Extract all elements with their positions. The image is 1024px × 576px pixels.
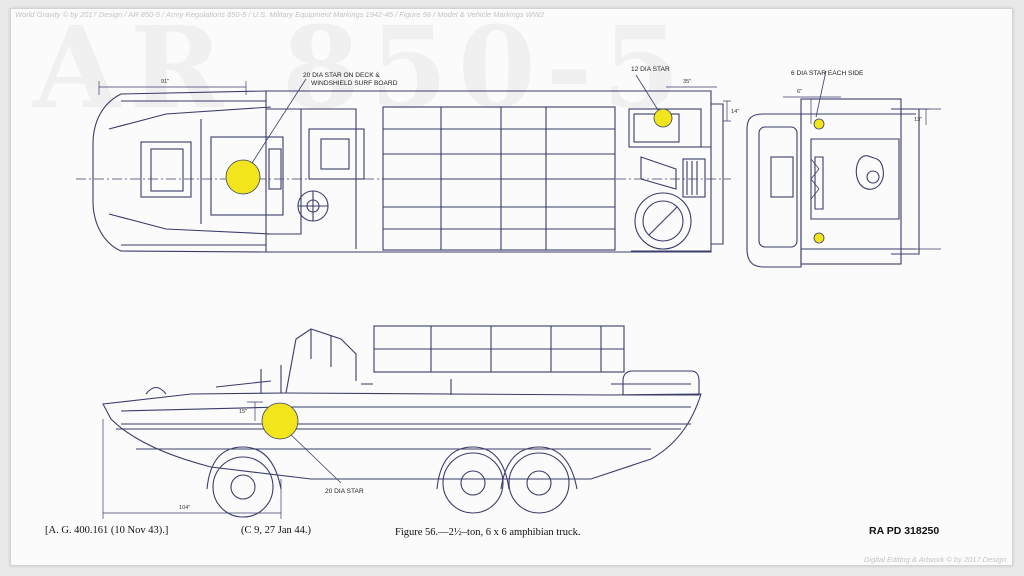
caption-c: (C 9, 27 Jan 44.)	[241, 525, 311, 536]
top-credit: World Gravity © by 2017 Design / AR 850-…	[15, 10, 545, 19]
watermark: AR 850-5	[33, 9, 690, 134]
side-star-upper	[813, 118, 825, 130]
drawing-sheet: AR 850-5 World Gravity © by 2017 Design …	[10, 8, 1013, 566]
side-view	[102, 325, 702, 519]
dim-deck: 91"	[161, 79, 169, 85]
dim-end-1: 6"	[797, 89, 802, 95]
dim-rear-v: 14"	[731, 109, 739, 115]
rear-star	[653, 108, 673, 128]
deck-star-label-2: WINDSHIELD SURF BOARD	[311, 80, 398, 87]
dim-end-2: 13"	[914, 117, 922, 123]
amphibian-truck-drawing: 20 DIA STAR ON DECK & WINDSHIELD SURF BO…	[76, 66, 941, 519]
hull-star-label: 20 DIA STAR	[325, 488, 364, 495]
side-star-label: 6 DIA STAR EACH SIDE	[791, 70, 864, 77]
deck-star-label: 20 DIA STAR ON DECK &	[303, 72, 380, 79]
deck-star	[225, 159, 261, 195]
rear-view	[746, 70, 941, 268]
dim-side-v: 15"	[239, 409, 247, 415]
side-star-lower	[813, 232, 825, 244]
rear-star-label: 12 DIA STAR	[631, 66, 670, 73]
figure-caption: Figure 56.—2½–ton, 6 x 6 amphibian truck…	[395, 527, 581, 538]
caption-ag: [A. G. 400.161 (10 Nov 43).]	[45, 525, 169, 536]
dim-rear: 35"	[683, 79, 691, 85]
ra-number: RA PD 318250	[869, 525, 940, 537]
top-view	[76, 74, 731, 253]
hull-star	[261, 402, 299, 440]
bottom-credit: Digital Editing & Artwork © by 2017 Desi…	[864, 555, 1006, 564]
dim-side-h: 104"	[179, 505, 190, 511]
